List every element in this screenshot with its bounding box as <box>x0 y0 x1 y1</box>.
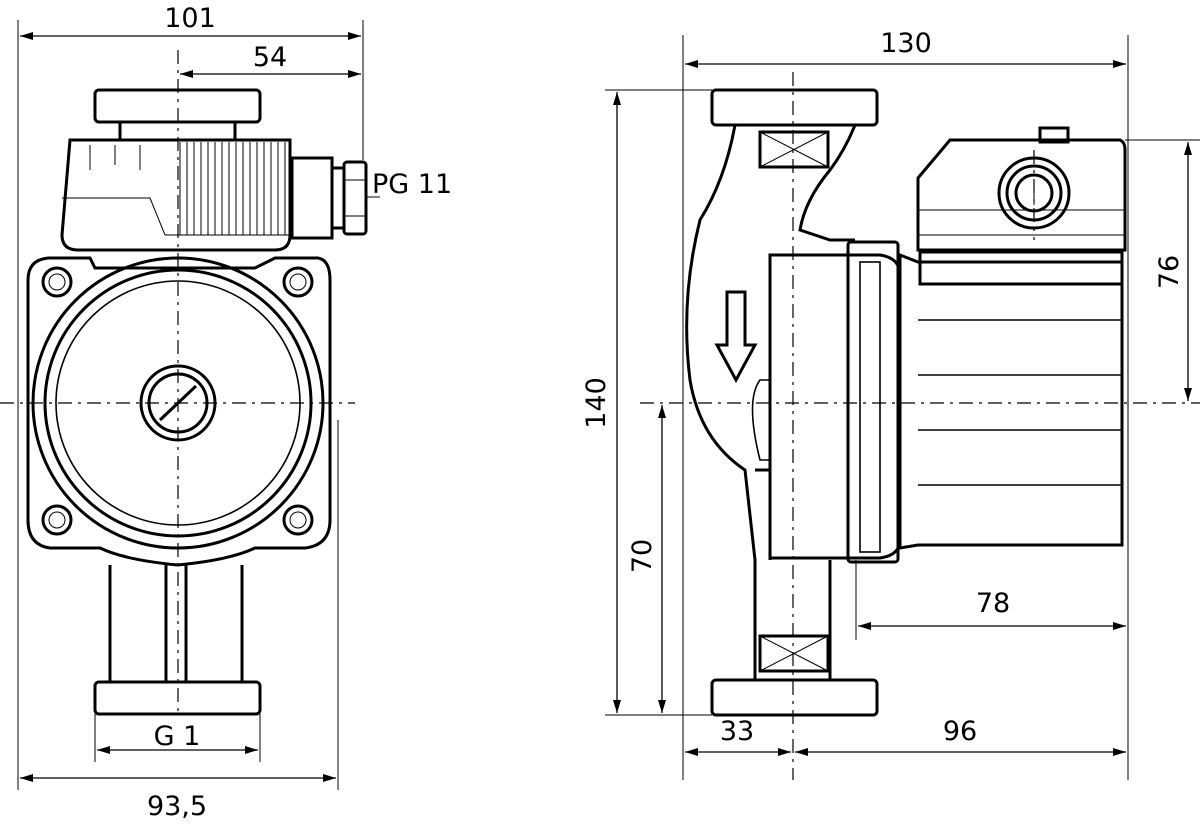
dim-101: 101 <box>164 3 216 34</box>
flange-hatch <box>758 130 830 673</box>
dim-78: 78 <box>976 588 1010 619</box>
dim-140: 140 <box>581 377 612 429</box>
side-view <box>640 72 1200 780</box>
front-pump-housing <box>26 256 332 567</box>
side-pipe-body <box>685 124 857 680</box>
dim-96: 96 <box>943 716 977 747</box>
dim-130: 130 <box>880 28 932 59</box>
dimension-lines <box>17 20 1200 790</box>
side-terminal-box <box>916 138 1127 252</box>
front-view <box>0 50 368 716</box>
front-terminal-box <box>60 138 292 252</box>
dim-76: 76 <box>1154 255 1185 289</box>
dim-33: 33 <box>720 716 754 747</box>
flow-arrow <box>714 290 758 384</box>
dim-54: 54 <box>253 42 287 73</box>
side-motor <box>898 252 1124 550</box>
dim-g1: G 1 <box>154 721 201 752</box>
housing-bolts <box>41 266 314 536</box>
side-top-flange <box>710 88 879 127</box>
dimension-labels: 101 54 PG 11 G 1 93,5 130 140 70 76 78 3… <box>147 3 1185 822</box>
dim-93-5: 93,5 <box>147 791 207 822</box>
side-bottom-flange <box>710 678 879 717</box>
label-pg11: PG 11 <box>372 169 452 200</box>
dim-70: 70 <box>627 539 658 573</box>
cable-gland <box>290 156 368 240</box>
